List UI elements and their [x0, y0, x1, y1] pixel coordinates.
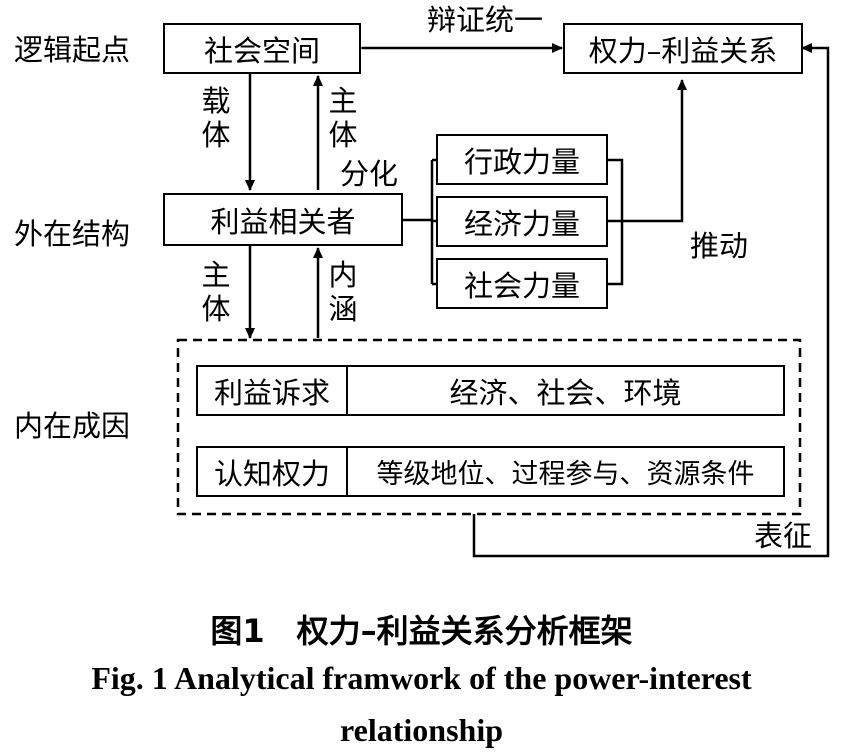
caption-en-line2: relationship	[340, 712, 503, 748]
edge-differentiate: 分化	[340, 157, 399, 191]
caption-en-line1: Fig. 1 Analytical framwork of the power-…	[91, 660, 752, 696]
caption-zh: 图1 权力–利益关系分析框架	[210, 612, 633, 650]
edge-subject-up: 主体	[328, 84, 358, 152]
interest-demand-label: 利益诉求	[198, 367, 348, 414]
cognitive-power-label: 认知权力	[198, 448, 348, 495]
cognitive-power-row: 认知权力 等级地位、过程参与、资源条件	[196, 446, 785, 497]
interest-demand-value: 经济、社会、环境	[449, 375, 682, 410]
represent-arrow	[472, 43, 830, 558]
edge-dialectical-unity: 辩证统一	[425, 3, 546, 37]
node-economic-power: 经济力量	[436, 196, 608, 247]
level-logic-start: 逻辑起点	[14, 33, 131, 67]
cognitive-power-value: 等级地位、过程参与、资源条件	[376, 459, 755, 490]
level-internal-cause: 内在成因	[14, 409, 131, 443]
node-power-interest: 权力–利益关系	[563, 23, 803, 74]
node-admin-power: 行政力量	[436, 134, 608, 185]
internal-dashed-box	[176, 338, 802, 516]
interest-demand-row: 利益诉求 经济、社会、环境	[196, 365, 785, 416]
node-social-space: 社会空间	[163, 23, 361, 74]
level-external-structure: 外在结构	[14, 217, 131, 251]
node-stakeholders: 利益相关者	[163, 193, 403, 246]
edge-carrier: 载体	[201, 84, 231, 152]
node-social-power: 社会力量	[436, 258, 608, 309]
edge-represent: 表征	[754, 519, 813, 553]
drive-arrow	[622, 79, 687, 223]
edge-connotation: 内涵	[328, 258, 358, 326]
edge-drive: 推动	[690, 229, 749, 263]
edge-subject-down: 主体	[201, 258, 231, 326]
